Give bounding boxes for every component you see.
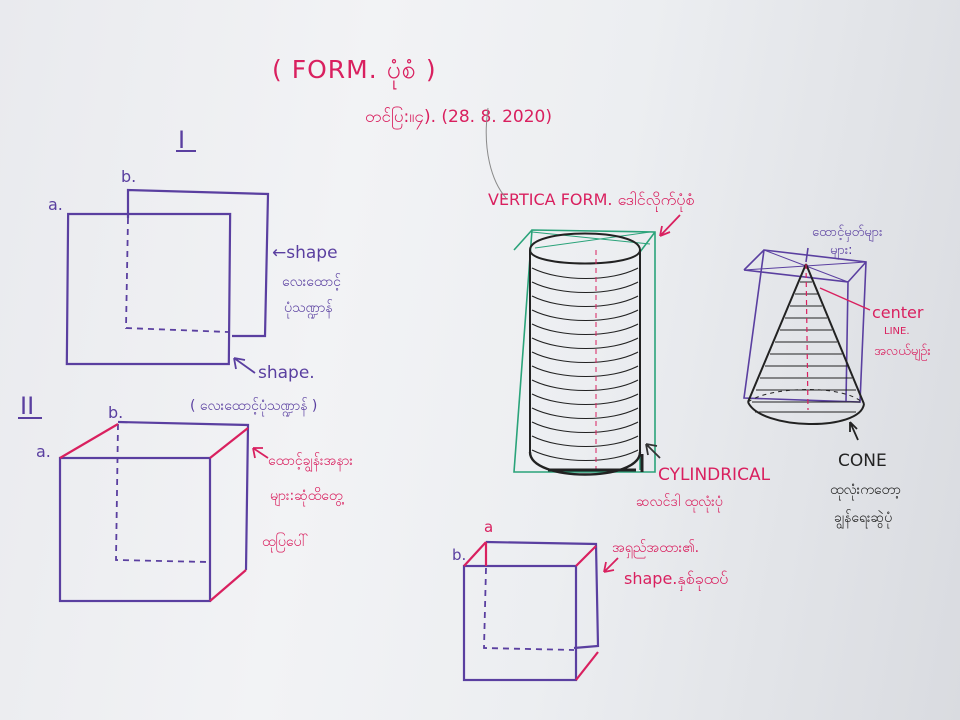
fig2-cube bbox=[58, 420, 250, 603]
cone-center: center bbox=[872, 303, 924, 322]
fig1-shape-bottom-note: ( လေးထောင့်ပုံသဏ္ဍာန် ) bbox=[190, 398, 317, 416]
fig3-note-1: အရှည်အထား၏. bbox=[612, 540, 699, 558]
vertical-note: ဆလင်ဒါ ထုလုံးပုံ bbox=[636, 494, 723, 512]
cone-label-arrow bbox=[849, 421, 859, 441]
fig1-shape-top-note-2: ပုံသဏ္ဍာန် bbox=[284, 300, 333, 318]
fig2-note-1: ထောင့်ချွန်းအနား bbox=[268, 453, 353, 472]
cone-top-arrow bbox=[805, 247, 809, 263]
fig3-label-a: a bbox=[484, 518, 493, 536]
fig3-squares bbox=[462, 540, 600, 682]
fig3-note-2: shape.နှစ်ခုထပ် bbox=[624, 569, 728, 591]
fig1-squares bbox=[65, 188, 270, 366]
cone-note-1: ထုလုံးကတော့ bbox=[830, 482, 901, 500]
fig1-shape-top: ←shape bbox=[272, 243, 338, 263]
vertical-label: CYLINDRICAL bbox=[658, 465, 771, 485]
vertical-title: VERTICA FORM. ဒေါင်လိုက်ပုံစံ bbox=[488, 190, 694, 212]
cone-note-2: ချွန်ရေးဆွဲပုံ bbox=[834, 510, 892, 529]
fig1-label-b: b. bbox=[121, 167, 136, 186]
cone-label: CONE bbox=[838, 451, 887, 471]
fig2-label-a: a. bbox=[36, 442, 51, 461]
cone-top-note-2: များ: bbox=[830, 243, 853, 260]
fig1-label-a: a. bbox=[48, 195, 63, 214]
cone-center-line: LINE. bbox=[884, 326, 910, 337]
date-line: တင်ပြ:။၄). (28. 8. 2020) bbox=[365, 105, 552, 130]
cone-top-note-1: ထောင့်မှတ်များ bbox=[812, 224, 882, 242]
vertical-arrow bbox=[659, 214, 681, 237]
fig2-note-2: များ:ဆုံထိတွေ့ bbox=[270, 488, 345, 506]
section-1-label: I bbox=[178, 126, 185, 154]
cylinder-drawing bbox=[513, 229, 656, 476]
fig1-shape-top-note-1: လေးထောင့် bbox=[282, 274, 341, 290]
fig3-label-b: b. bbox=[452, 546, 466, 564]
fig1-arrow bbox=[233, 357, 256, 374]
fig2-note-3: ထုပြပေါ် bbox=[262, 533, 308, 552]
cylindrical-arrow bbox=[645, 443, 661, 459]
fig2-arrow bbox=[252, 447, 269, 459]
cone-drawing bbox=[743, 249, 867, 425]
guide-line bbox=[485, 107, 507, 199]
fig1-shape-bottom: shape. bbox=[258, 363, 315, 383]
fig3-arrow bbox=[603, 557, 619, 573]
center-arrow bbox=[819, 287, 871, 311]
title: ( FORM. ပုံစံ ) bbox=[272, 55, 437, 89]
fig2-label-b: b. bbox=[108, 403, 123, 422]
cone-center-note: အလယ်မျဉ်း bbox=[874, 343, 931, 361]
section-2-label: II bbox=[20, 392, 34, 420]
